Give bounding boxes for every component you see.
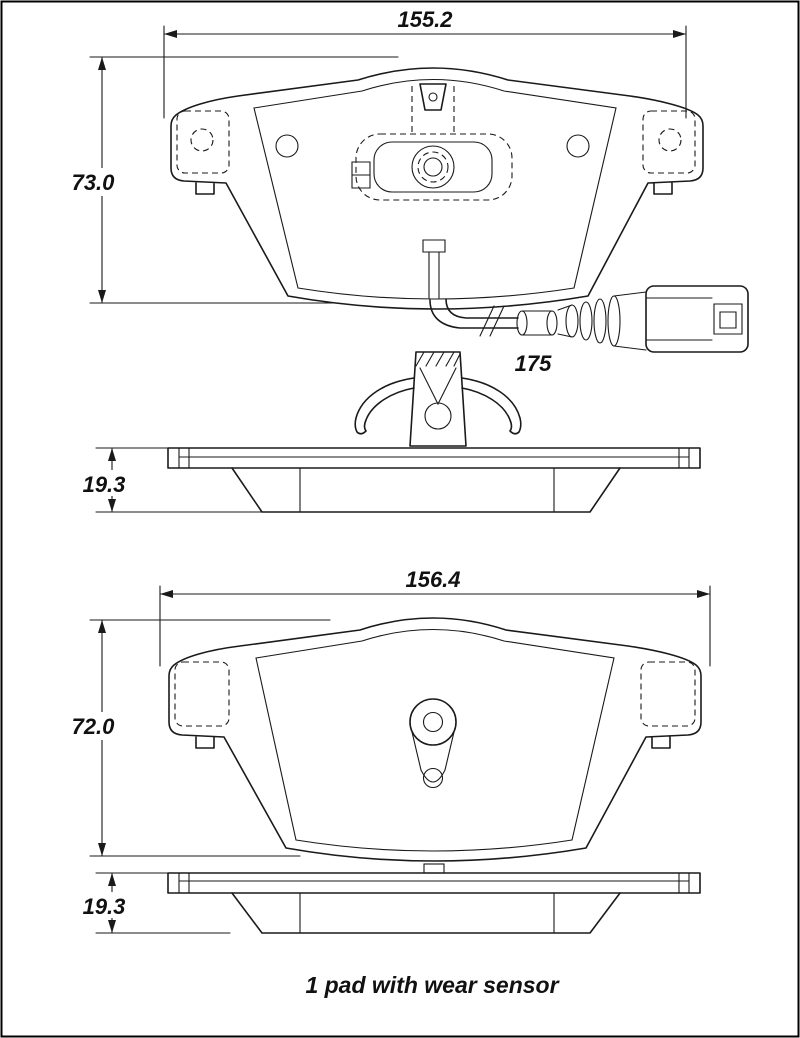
pad1-height-arrow-top xyxy=(98,57,106,70)
pad1-width-dimension-lines xyxy=(163,25,687,119)
sensor-wire-path xyxy=(429,298,519,329)
pad2-width-dimension: 156.4 xyxy=(159,567,711,667)
spring-clip-fold xyxy=(419,367,457,406)
pad2-thickness-dimension: 19.3 xyxy=(70,872,231,934)
pad2-friction-edge xyxy=(231,892,621,934)
pad1-width-arrow-left xyxy=(164,30,177,38)
pad1-bottom-tab xyxy=(422,239,446,299)
pad1-height-label: 73.0 xyxy=(72,170,116,195)
pad2-side-view xyxy=(167,863,701,934)
pad2-height-arrow-top xyxy=(98,620,106,633)
label-mask xyxy=(56,168,130,196)
pad2-height-dimension: 72.0 xyxy=(56,619,331,857)
pad2-backplate-details xyxy=(178,872,690,894)
pad1-center-boss xyxy=(411,145,455,189)
pad2-front-view xyxy=(168,617,702,862)
pad1-width-dimension: 155.2 xyxy=(163,7,687,119)
pad1-center-hole xyxy=(423,157,443,177)
drawing-caption: 1 pad with wear sensor xyxy=(305,972,559,998)
pad2-left-ear-hidden-outline xyxy=(174,661,230,727)
pad1-right-ear-hidden-outline xyxy=(642,110,696,174)
pad2-friction-outline xyxy=(255,629,615,852)
label-mask xyxy=(56,712,130,740)
pad1-right-ear-hidden-hole xyxy=(658,128,682,152)
pad1-outline xyxy=(170,67,704,310)
label-mask xyxy=(70,892,140,918)
label-mask xyxy=(388,8,464,30)
pad2-thickness-arrow-top xyxy=(108,873,116,886)
pad1-sensor-slot xyxy=(419,83,447,111)
pad1-width-label: 155.2 xyxy=(397,7,453,32)
sensor-boot-rib-2 xyxy=(579,301,593,341)
wear-sensor-assembly xyxy=(429,285,749,353)
pad2-height-label: 72.0 xyxy=(72,714,116,739)
pad1-side-view xyxy=(167,447,701,513)
pad2-thickness-arrow-bottom xyxy=(108,920,116,933)
pad2-right-ear-hidden-outline xyxy=(640,661,696,727)
pad1-width-arrow-right xyxy=(673,30,686,38)
pad1-left-ear-hidden-outline xyxy=(176,110,230,174)
pad2-thickness-label: 19.3 xyxy=(83,894,126,919)
spring-clip-arms xyxy=(354,377,522,435)
pad1-left-ear-hidden-hole xyxy=(190,128,214,152)
pad2-width-label: 156.4 xyxy=(405,567,460,592)
pad1-front-view xyxy=(170,67,704,310)
pad2-height-arrow-bottom xyxy=(98,843,106,856)
spring-clip-hatching xyxy=(415,351,461,367)
pad1-height-dimension: 73.0 xyxy=(56,56,399,304)
pad2-lower-hole xyxy=(422,767,444,789)
sensor-boot-cone xyxy=(557,291,647,351)
sensor-ferrule-body xyxy=(521,310,553,336)
pad2-width-arrow-right xyxy=(697,590,710,598)
pad1-friction-chamfer-lines xyxy=(299,467,555,513)
pad2-backplate-edge xyxy=(167,872,701,894)
pad1-left-hole xyxy=(275,134,299,158)
pad2-width-arrow-left xyxy=(160,590,173,598)
sensor-wire-length-label: 175 xyxy=(515,351,552,376)
pad1-friction-outline xyxy=(253,79,617,300)
label-mask xyxy=(394,568,472,590)
pad1-right-hole xyxy=(566,134,590,158)
pad2-center-hole xyxy=(422,711,444,733)
pad2-outline xyxy=(168,617,702,862)
pad1-thickness-arrow-bottom xyxy=(108,499,116,512)
pad1-backplate-edge xyxy=(167,447,701,469)
pad1-thickness-dimension: 19.3 xyxy=(70,447,431,513)
pad1-backplate-details xyxy=(178,447,690,469)
pad1-center-knurl xyxy=(417,151,449,183)
pad1-height-arrow-bottom xyxy=(98,290,106,303)
pad2-friction-chamfer-lines xyxy=(299,892,555,934)
pad2-center-boss xyxy=(409,698,457,746)
pad1-piston-contact-hidden xyxy=(355,133,513,201)
pad1-thickness-arrow-top xyxy=(108,448,116,461)
sensor-connector-housing xyxy=(645,285,749,353)
pad1-piston-plate xyxy=(373,141,493,193)
spring-clip-body xyxy=(409,351,467,447)
spring-clip-view xyxy=(354,351,522,447)
pad2-width-dimension-lines xyxy=(159,585,711,667)
sensor-wire-break-marks xyxy=(479,305,505,337)
pad1-sensor-slot-hidden-lines xyxy=(411,86,455,134)
spring-clip-hole xyxy=(424,402,452,430)
sensor-boot-rib-3 xyxy=(593,298,607,344)
pad1-sensor-contact xyxy=(351,161,371,189)
pad1-sensor-slot-hole xyxy=(428,92,438,102)
sensor-connector-details xyxy=(645,297,743,341)
pad2-keyhole-outline xyxy=(411,731,455,783)
label-mask xyxy=(70,470,140,496)
pad1-thickness-label: 19.3 xyxy=(83,472,126,497)
